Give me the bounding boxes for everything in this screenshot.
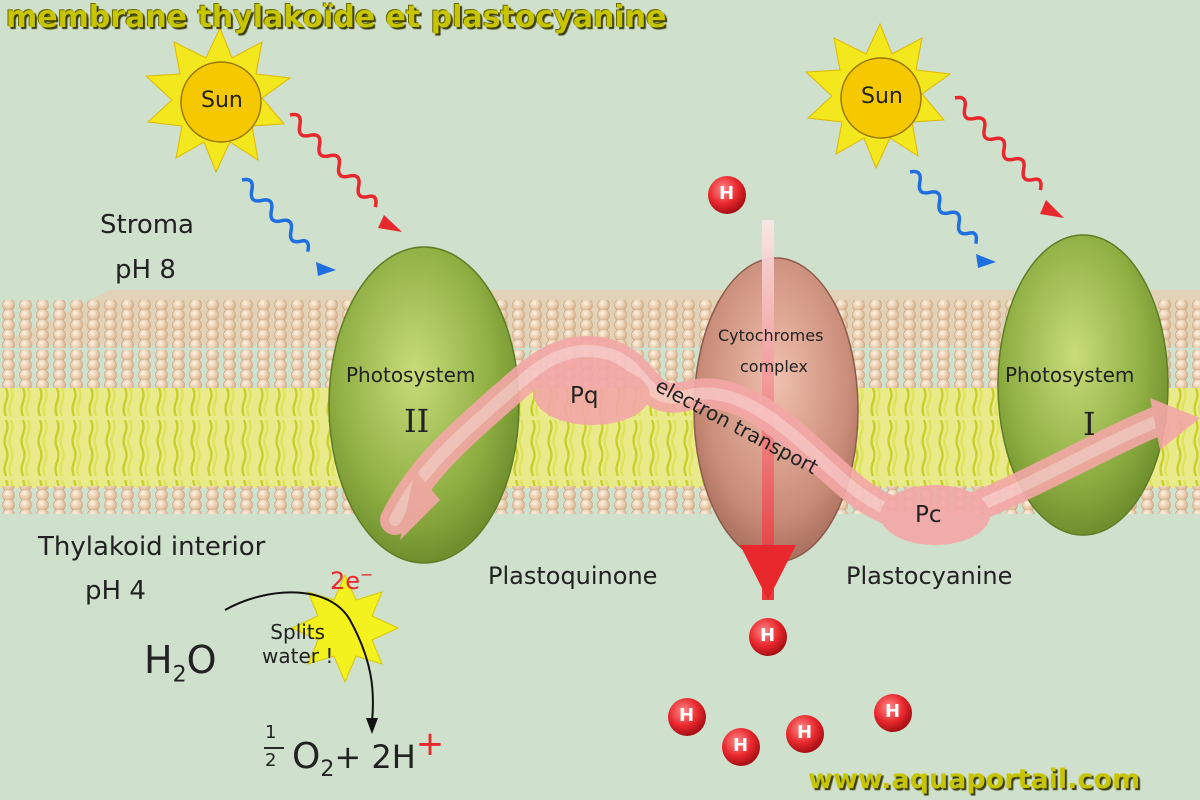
- water-splitting-arrow: [224, 591, 374, 723]
- proton-label: H: [760, 625, 776, 646]
- products-formula: O2+ 2H+: [292, 724, 444, 782]
- interior-label: Thylakoid interior: [38, 532, 266, 562]
- stroma-label: Stroma: [100, 210, 194, 240]
- proton: [786, 715, 824, 753]
- electron-transport-path: [380, 336, 1200, 545]
- two-electrons-sign: −: [360, 565, 374, 584]
- blue-light-wave-left-icon: [241, 177, 336, 276]
- two-electrons-text: 2e: [330, 567, 361, 595]
- water-splitting-arrowhead: [366, 718, 378, 734]
- water-subscript: 2: [172, 662, 187, 688]
- water-h: H: [144, 638, 173, 682]
- proton: [749, 618, 787, 656]
- photosystem-i: [997, 234, 1169, 536]
- water-o: O: [186, 638, 217, 682]
- fraction-numerator: 1: [265, 722, 277, 743]
- proton-charge-sign: +: [415, 724, 445, 764]
- proton-label: H: [733, 735, 749, 756]
- proton-markers: [668, 176, 912, 766]
- proton-label: H: [719, 183, 735, 204]
- splits-water-label: Splits water !: [262, 620, 333, 668]
- pq-label: Pq: [570, 383, 599, 409]
- plus-2h-text: + 2H: [334, 738, 416, 776]
- proton: [708, 176, 746, 214]
- interior-ph-label: pH 4: [85, 576, 146, 606]
- photosystem-ii: [328, 246, 520, 564]
- oxygen-o: O: [292, 736, 321, 777]
- splits-water-line1: Splits: [270, 620, 326, 644]
- page-title: membrane thylakoïde et plastocyanine: [6, 0, 667, 35]
- sun-right-label: Sun: [861, 84, 903, 109]
- photosystem-i-number: I: [1083, 405, 1096, 443]
- blue-light-wave-right-icon: [909, 169, 996, 268]
- water-formula: H2O: [144, 638, 217, 688]
- proton: [668, 698, 706, 736]
- splits-water-line2: water !: [262, 644, 334, 668]
- sun-left-icon: [144, 26, 292, 174]
- photosystem-ii-number: II: [404, 402, 430, 440]
- proton-label: H: [679, 705, 695, 726]
- photosystem-i-label: Photosystem: [1005, 363, 1135, 387]
- plastoquinone-label: Plastoquinone: [488, 562, 658, 590]
- cytochrome-label-line2: complex: [740, 357, 808, 376]
- red-light-wave-left-icon: [289, 112, 402, 232]
- proton: [874, 694, 912, 732]
- proton: [722, 728, 760, 766]
- pc-label: Pc: [915, 502, 942, 528]
- stroma-ph-label: pH 8: [115, 255, 176, 285]
- sun-left-label: Sun: [201, 88, 243, 113]
- cytochrome-label-line1: Cytochromes: [718, 326, 824, 345]
- photosystem-ii-label: Photosystem: [346, 363, 476, 387]
- sun-right-icon: [804, 22, 952, 170]
- two-electrons-label: 2e−: [330, 565, 373, 595]
- watermark: www.aquaportail.com: [808, 764, 1141, 795]
- fraction-denominator: 2: [265, 750, 277, 771]
- oxygen-subscript: 2: [320, 757, 335, 783]
- plastocyanine-label: Plastocyanine: [846, 562, 1013, 590]
- splits-water-burst-icon: [290, 573, 400, 684]
- proton-label: H: [797, 722, 813, 743]
- red-light-wave-right-icon: [954, 95, 1064, 218]
- proton-label: H: [885, 701, 901, 722]
